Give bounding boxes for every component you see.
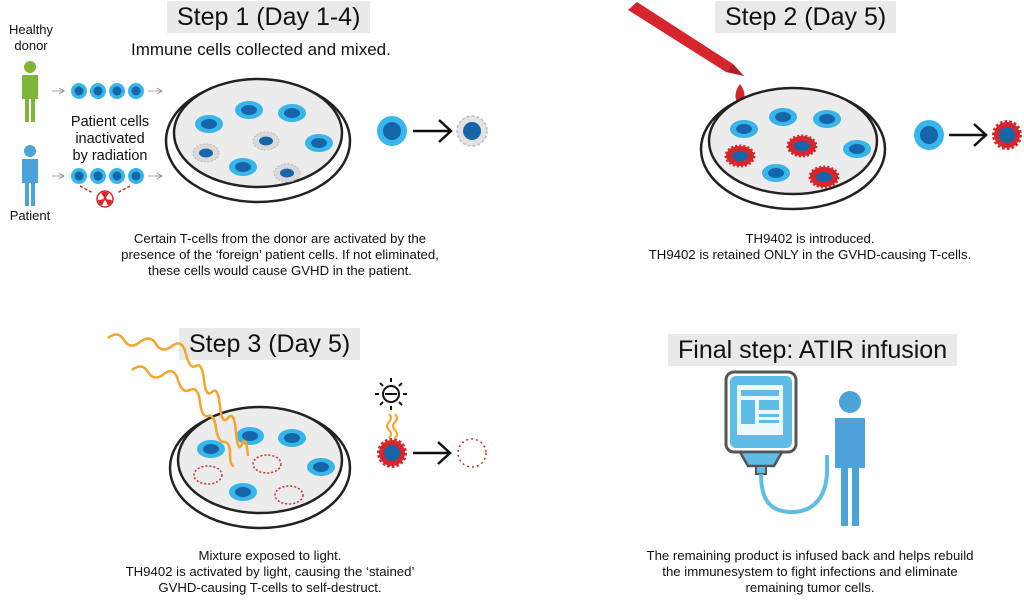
inactivated-label-line2: inactivated <box>75 131 145 147</box>
donor-label-line2: donor <box>14 38 48 53</box>
dish-cell <box>229 483 257 501</box>
destroyed-dish-cell <box>274 485 304 505</box>
step3-cell-transformation <box>375 378 487 468</box>
dish-cell <box>229 158 257 176</box>
inactivated-dish-cell <box>273 163 301 183</box>
dish-cell <box>278 429 306 447</box>
destroyed-t-cell-icon <box>457 438 487 468</box>
donor-cell <box>71 83 87 99</box>
step1-caption: Certain T-cells from the donor are activ… <box>100 231 460 279</box>
dish-cell <box>305 134 333 152</box>
step2-caption-line2: TH9402 is retained ONLY in the GVHD-caus… <box>648 247 972 262</box>
pipette-icon <box>628 2 745 103</box>
patient-cell <box>71 168 87 184</box>
stained-dish-cell <box>724 144 756 168</box>
step3-petri-dish <box>168 405 352 530</box>
stained-t-cell-icon <box>992 120 1022 150</box>
final-caption-line3: remaining tumor cells. <box>745 580 875 595</box>
radiation-icon <box>96 190 114 208</box>
donor-label-line1: Healthy <box>8 22 54 37</box>
dish-cell <box>769 108 797 126</box>
step1-caption-line3: these cells would cause GVHD in the pati… <box>148 263 412 278</box>
patient-receiving-icon <box>835 391 865 526</box>
inactivated-dish-cell <box>252 131 280 151</box>
step1-subtitle: Immune cells collected and mixed. <box>131 40 391 59</box>
final-caption: The remaining product is infused back an… <box>610 548 1010 596</box>
t-cell-icon <box>377 116 407 146</box>
step2-caption: TH9402 is introduced. TH9402 is retained… <box>620 231 1000 263</box>
patient-icon <box>22 145 38 206</box>
destroyed-dish-cell <box>193 465 223 485</box>
step3-caption-line3: GVHD-causing T-cells to self-destruct. <box>158 580 382 595</box>
step1-petri-dish <box>164 77 352 204</box>
final-title: Final step: ATIR infusion <box>668 334 958 366</box>
activated-t-cell-icon <box>456 115 488 147</box>
stained-t-cell-icon <box>377 438 407 468</box>
patient-cell <box>90 168 106 184</box>
donor-cells-row <box>52 83 164 99</box>
stained-dish-cell <box>808 165 840 189</box>
dish-cell <box>843 140 871 158</box>
dish-cell <box>730 120 758 138</box>
light-wave-icon <box>107 333 250 468</box>
inactivated-label-line3: by radiation <box>72 148 148 164</box>
light-wave-small-icon <box>386 413 398 439</box>
dish-cell <box>762 164 790 182</box>
final-caption-line2: the immunesystem to fight infections and… <box>662 564 958 579</box>
step1-cell-transformation <box>377 115 488 147</box>
donor-cell <box>128 83 144 99</box>
step1-caption-line2: presence of the ‘foreign’ patient cells.… <box>121 247 439 262</box>
step3-caption-line2: TH9402 is activated by light, causing th… <box>125 564 415 579</box>
dish-cell <box>307 458 335 476</box>
dish-cell <box>813 110 841 128</box>
t-cell-icon <box>914 120 944 150</box>
sun-icon <box>375 378 407 410</box>
step1-title: Step 1 (Day 1-4) <box>167 1 371 33</box>
dish-cell <box>236 427 264 445</box>
final-caption-line1: The remaining product is infused back an… <box>646 548 974 563</box>
dish-cell <box>195 115 223 133</box>
step1-caption-line1: Certain T-cells from the donor are activ… <box>133 231 427 246</box>
patient-label: Patient <box>9 208 51 223</box>
donor-cell <box>109 83 125 99</box>
step3-title: Step 3 (Day 5) <box>179 328 361 360</box>
arrow-right-icon <box>413 441 452 465</box>
step3-caption: Mixture exposed to light. TH9402 is acti… <box>100 548 440 596</box>
dish-cell <box>235 101 263 119</box>
step2-petri-dish <box>699 86 887 211</box>
destroyed-dish-cell <box>252 454 282 474</box>
inactivated-label-line1: Patient cells <box>70 114 150 130</box>
patient-cell <box>128 168 144 184</box>
iv-bag-icon <box>724 370 798 475</box>
arrow-right-icon <box>413 119 453 143</box>
patient-cell <box>109 168 125 184</box>
step2-title: Step 2 (Day 5) <box>715 1 897 33</box>
step2-cell-transformation <box>914 120 1022 150</box>
dish-cell <box>197 440 225 458</box>
inactivated-dish-cell <box>192 143 220 163</box>
patient-cells-row <box>52 168 164 194</box>
step2-caption-line1: TH9402 is introduced. <box>745 231 875 246</box>
iv-tube-icon <box>759 455 829 515</box>
dish-cell <box>278 104 306 122</box>
stained-dish-cell <box>786 134 818 158</box>
healthy-donor-icon <box>22 61 38 122</box>
donor-cell <box>90 83 106 99</box>
arrow-right-icon <box>949 123 988 147</box>
step3-caption-line1: Mixture exposed to light. <box>198 548 342 563</box>
